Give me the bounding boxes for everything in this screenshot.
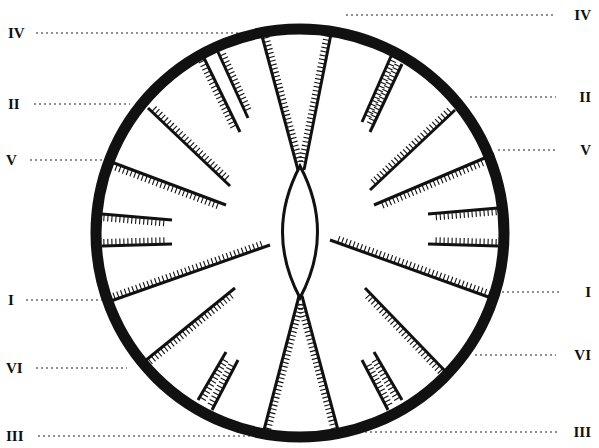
leader-lines	[26, 15, 562, 436]
central-lens	[283, 166, 318, 298]
part-numeral: I	[8, 292, 14, 308]
part-numeral: III	[573, 424, 591, 440]
part-numeral: III	[6, 428, 24, 444]
part-numeral: IV	[574, 7, 591, 23]
part-numeral: I	[585, 284, 591, 300]
part-numeral: II	[579, 89, 591, 105]
part-numeral: V	[580, 142, 591, 158]
part-numeral: IV	[8, 25, 25, 41]
outer-wall	[96, 29, 504, 437]
part-numeral: V	[6, 152, 17, 168]
part-numeral: VI	[6, 360, 23, 376]
part-numeral: VI	[574, 347, 591, 363]
hatched-septa	[102, 34, 498, 430]
part-numeral: II	[8, 96, 20, 112]
